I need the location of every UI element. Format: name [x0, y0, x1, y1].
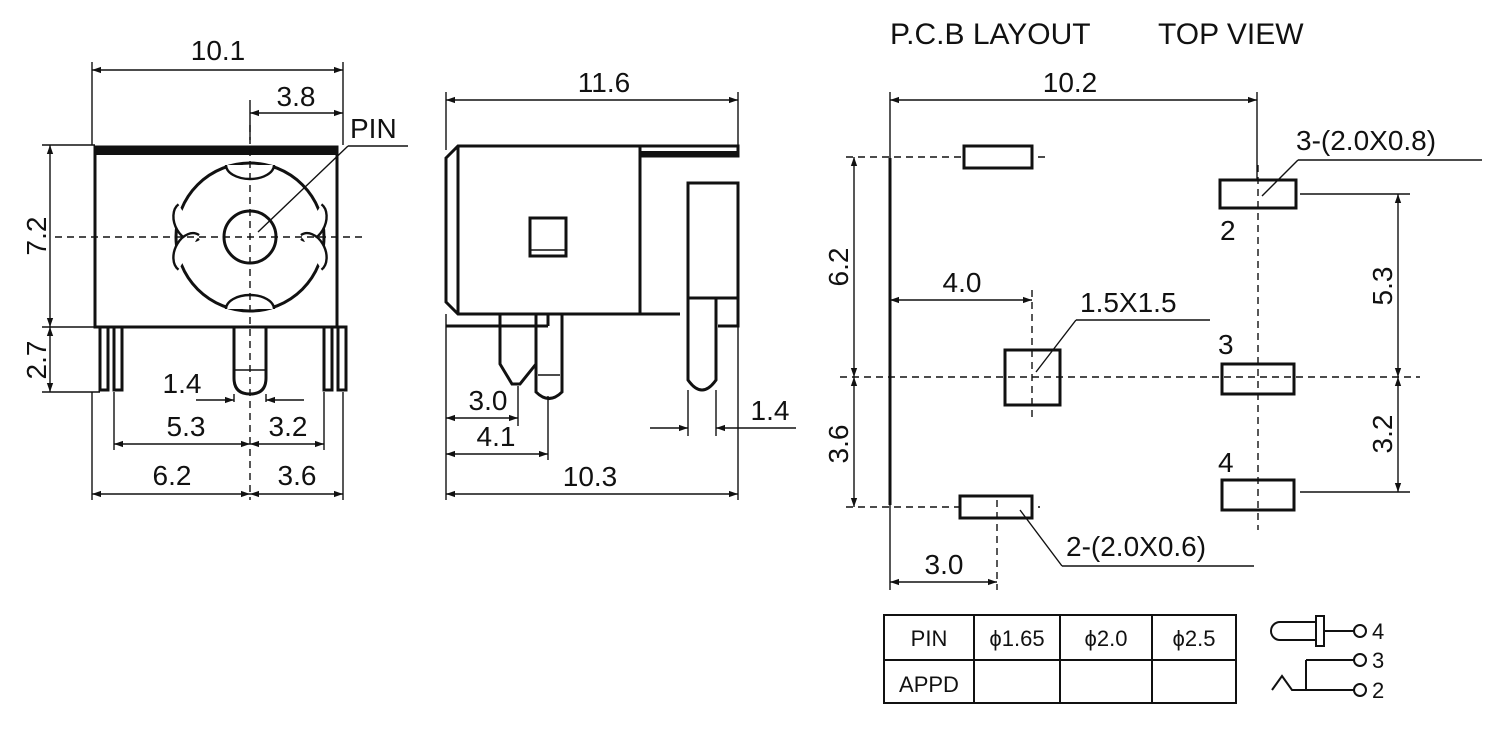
table-row-label-appd: APPD [899, 672, 959, 697]
dim-pcb-height-upper: 6.2 [823, 248, 854, 287]
pad-top-left [962, 144, 1034, 170]
front-view: 10.1 3.8 PIN 7.2 [21, 35, 408, 500]
schematic-label-4: 4 [1372, 619, 1384, 644]
table-header-d25: ϕ2.5 [1173, 626, 1216, 651]
jack-body-side [444, 144, 642, 316]
dim-front-height-lower: 2.7 [21, 341, 52, 380]
pin-left-2 [112, 325, 124, 392]
pin-table: PIN ϕ1.65 ϕ2.0 ϕ2.5 APPD [883, 614, 1237, 704]
dim-front-span-left-outer: 6.2 [153, 460, 192, 491]
dim-side-length: 11.6 [578, 67, 630, 98]
title-pcb-layout: P.C.B LAYOUT [890, 18, 1091, 51]
pin-right [322, 325, 334, 392]
pin-number-3: 3 [1218, 329, 1234, 360]
pin-center [232, 327, 268, 396]
label-pad-note-2: 2-(2.0X0.6) [1066, 531, 1206, 562]
dim-front-pin-offset: 3.8 [277, 81, 316, 112]
dim-front-span-left-inner: 5.3 [167, 411, 206, 442]
dim-front-width: 10.1 [191, 35, 246, 66]
dim-side-pin-b: 4.1 [477, 421, 516, 452]
side-window [528, 216, 568, 258]
pad-4 [1220, 478, 1296, 512]
pin-number-4: 4 [1218, 447, 1234, 478]
schematic-label-2: 2 [1372, 678, 1384, 703]
dim-front-span-right-outer: 3.6 [278, 460, 317, 491]
dim-pcb-width: 10.2 [1043, 67, 1098, 98]
dim-front-pin-width: 1.4 [163, 368, 202, 399]
side-view: 11.6 3.0 4.1 10.3 1.4 [444, 67, 796, 500]
dim-side-pin-width: 1.4 [751, 395, 790, 426]
pin-right-2 [336, 325, 348, 392]
title-top-view: TOP VIEW [1158, 18, 1304, 51]
jack-schematic: 4 3 2 [1270, 615, 1384, 703]
dim-front-height-upper: 7.2 [21, 217, 52, 256]
dim-front-span-right-inner: 3.2 [269, 411, 308, 442]
dim-pcb-right-lower: 3.2 [1367, 415, 1398, 454]
label-pad-note-3: 3-(2.0X0.8) [1296, 125, 1436, 156]
table-header-d20: ϕ2.0 [1085, 626, 1128, 651]
jack-top-band [95, 147, 337, 155]
dim-side-length-bottom: 10.3 [563, 461, 618, 492]
dim-pcb-height-lower: 3.6 [823, 425, 854, 464]
pad-3 [1220, 362, 1296, 396]
label-square-pad: 1.5X1.5 [1080, 287, 1177, 318]
dim-pcb-right-upper: 5.3 [1367, 267, 1398, 306]
pin-number-2: 2 [1220, 215, 1236, 246]
dim-pcb-offset-square: 4.0 [943, 267, 982, 298]
pcb-layout-view: P.C.B LAYOUT TOP VIEW 10.2 6.2 3.6 4.0 [823, 18, 1482, 590]
side-pin-a [498, 314, 538, 386]
dim-side-pin-a: 3.0 [469, 385, 508, 416]
dim-pcb-offset-bottom: 3.0 [925, 549, 964, 580]
table-header-d165: ϕ1.65 [989, 626, 1044, 651]
side-pin-c [686, 298, 718, 392]
pin-label: PIN [350, 113, 397, 144]
schematic-label-3: 3 [1372, 648, 1384, 673]
pad-bottom-left [958, 494, 1034, 520]
pin-left [98, 325, 110, 392]
side-pin-b [534, 314, 564, 400]
table-header-pin: PIN [911, 626, 948, 651]
